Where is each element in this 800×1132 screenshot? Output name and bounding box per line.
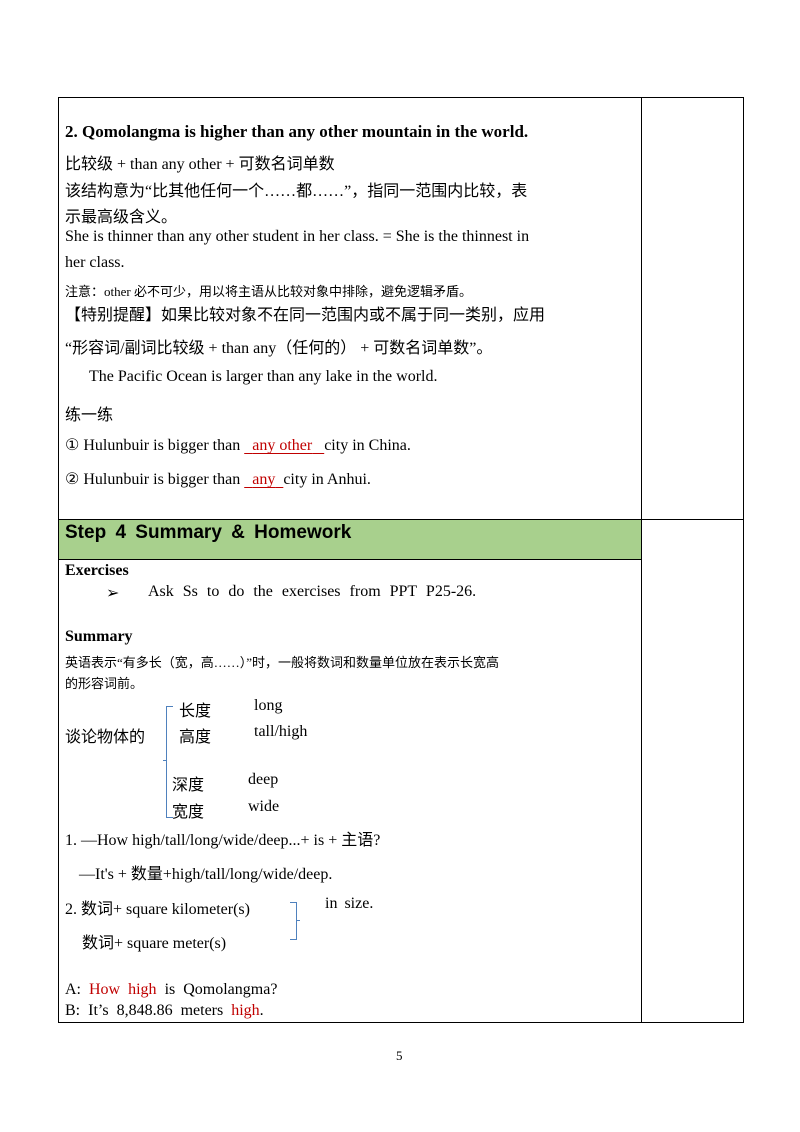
summary-line-1: 英语表示“有多长（宽，高……）”时，一般将数词和数量单位放在表示长宽高 [65, 655, 500, 670]
dim-zh-width: 宽度 [172, 804, 205, 821]
bullet-icon: ➢ [106, 585, 120, 602]
dim-zh-length: 长度 [179, 703, 212, 720]
dim-zh-depth: 深度 [172, 777, 205, 794]
table-border-right [743, 97, 744, 1023]
table-column-divider [641, 97, 642, 1023]
dialog-b-end: . [259, 1002, 264, 1019]
table-border-top [58, 97, 744, 98]
practice-title: 练一练 [65, 407, 114, 424]
tip-line-1: 【特别提醒】如果比较对象不在同一范围内或不属于同一类别，应用 [65, 307, 546, 324]
dim-zh-height: 高度 [179, 729, 212, 746]
q1-answer: any other [252, 437, 313, 454]
structure-line: 比较级 + than any other + 可数名词单数 [65, 156, 335, 173]
explain-line-1: 该结构意为“比其他任何一个……都……”，指同一范围内比较，表 [65, 183, 528, 200]
example-line-1: She is thinner than any other student in… [65, 228, 530, 245]
pattern2-size: in size. [325, 895, 374, 912]
dialog-b-label: B: [65, 1002, 81, 1019]
dim-en-height: tall/high [254, 723, 308, 740]
practice-question-2: ② Hulunbuir is bigger than any city in A… [65, 469, 371, 489]
dialog-b-text: It’s 8,848.86 meters [88, 1002, 224, 1019]
dim-en-depth: deep [248, 771, 279, 788]
q2-suffix: city in Anhui. [283, 471, 371, 488]
summary-line-2: 的形容词前。 [65, 676, 144, 691]
section-heading: 2. Qomolangma is higher than any other m… [65, 122, 529, 141]
dialog-a-rest: is Qomolangma? [164, 981, 278, 998]
pattern2-line-b: 数词+ square meter(s) [82, 935, 227, 952]
pattern2-line-a: 2. 数词+ square kilometer(s) [65, 901, 250, 918]
tip-example: The Pacific Ocean is larger than any lak… [89, 368, 438, 385]
q1-suffix: city in China. [324, 437, 411, 454]
pattern1-answer: —It's + 数量+high/tall/long/wide/deep. [79, 866, 333, 883]
dim-en-width: wide [248, 798, 280, 815]
q2-prefix: ② Hulunbuir is bigger than [65, 471, 241, 488]
example-line-2: her class. [65, 254, 125, 271]
table-border-left [58, 97, 59, 1023]
practice-question-1: ① Hulunbuir is bigger than any other cit… [65, 435, 411, 455]
row-divider-1 [58, 519, 744, 520]
dim-en-length: long [254, 697, 283, 714]
note-line: 注意：other 必不可少，用以将主语从比较对象中排除，避免逻辑矛盾。 [65, 284, 472, 299]
dialog-line-b: B: It’s 8,848.86 meters high. [65, 1002, 264, 1020]
size-brace [290, 902, 297, 940]
table-border-bottom [58, 1022, 744, 1023]
tip-line-2: “形容词/副词比较级 + than any（任何的） + 可数名词单数”。 [65, 340, 493, 357]
dimension-brace-middle [163, 760, 167, 762]
row-divider-2 [58, 559, 642, 560]
step-header-title: Step 4 Summary & Homework [65, 522, 352, 543]
q2-answer: any [252, 471, 276, 488]
exercises-text: Ask Ss to do the exercises from PPT P25-… [148, 583, 477, 600]
dialog-b-highlight: high [231, 1002, 260, 1019]
exercises-title: Exercises [65, 562, 129, 579]
q1-prefix: ① Hulunbuir is bigger than [65, 437, 241, 454]
dialog-line-a: A: How high is Qomolangma? [65, 981, 277, 999]
dimension-brace [166, 706, 173, 818]
dialog-a-highlight: How high [89, 981, 157, 998]
page-number: 5 [396, 1048, 403, 1063]
size-brace-middle [296, 920, 300, 922]
pattern1-question: 1. —How high/tall/long/wide/deep...+ is … [65, 832, 381, 849]
step-header-background [59, 520, 641, 559]
dialog-a-label: A: [65, 981, 81, 998]
explain-line-2: 示最高级含义。 [65, 209, 178, 226]
talk-label: 谈论物体的 [65, 729, 146, 746]
summary-title: Summary [65, 628, 133, 645]
